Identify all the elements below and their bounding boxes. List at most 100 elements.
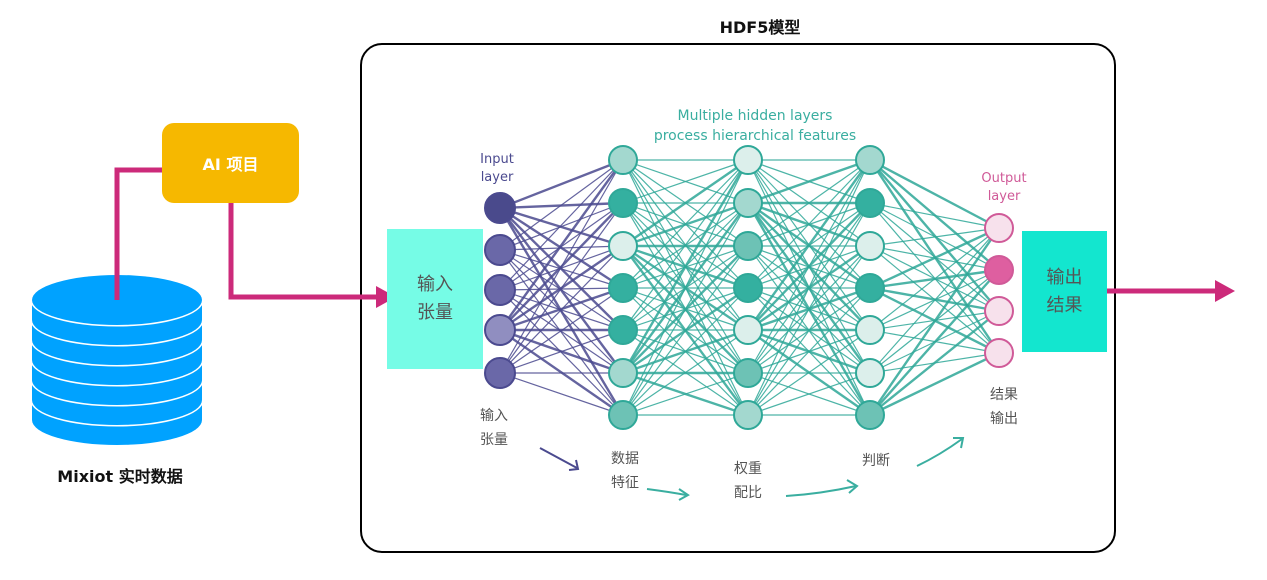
network-edge <box>499 249 624 289</box>
network-edge <box>747 245 871 416</box>
network-edge <box>869 310 1000 416</box>
stage-input-tensor-line1: 输入 <box>480 408 508 424</box>
stage-arrow-3 <box>785 485 857 497</box>
network-edge <box>622 372 749 416</box>
network-edge <box>499 372 624 416</box>
network-edge <box>622 159 749 416</box>
network-edges <box>498 158 1000 417</box>
stage-judgement-line1: 判断 <box>862 453 890 469</box>
arrow-head-output <box>1215 280 1235 302</box>
output-result-box[interactable]: 输出 结果 <box>1022 231 1107 352</box>
stage-weight-ratio-line1: 权重 <box>734 461 762 477</box>
network-edge <box>747 329 871 416</box>
stage-result-output-line1: 结果 <box>990 387 1018 403</box>
node-hidden3-5 <box>855 315 885 345</box>
network-edge <box>622 159 749 204</box>
network-edge <box>499 158 624 210</box>
network-edge <box>499 159 624 331</box>
ai-project-label: AI 项目 <box>202 155 259 174</box>
stage-weight-ratio-line2: 配比 <box>734 485 762 501</box>
stage-arrow-3-head <box>846 479 859 494</box>
node-hidden1-1 <box>608 145 638 175</box>
node-hidden2-2 <box>733 188 763 218</box>
network-edge <box>747 159 871 247</box>
output-layer-caption: Output layer <box>966 170 1042 206</box>
network-edge <box>747 287 871 416</box>
stage-judgement: 判断 <box>846 449 906 473</box>
network-edge <box>869 227 1000 331</box>
input-tensor-box[interactable]: 输入 张量 <box>387 229 483 369</box>
network-edge <box>622 159 749 247</box>
network-edge <box>747 158 871 205</box>
node-input-2 <box>484 234 516 266</box>
network-edge <box>622 159 749 289</box>
network-edge <box>499 249 624 331</box>
stage-result-output: 结果 输出 <box>974 383 1034 431</box>
network-edge <box>869 226 1000 290</box>
node-output-1 <box>984 213 1014 243</box>
stage-arrow-4-head <box>953 437 965 449</box>
network-edge <box>747 159 871 289</box>
network-edge <box>499 159 624 251</box>
network-edge <box>499 159 624 374</box>
node-hidden2-7 <box>733 400 763 430</box>
network-edge <box>622 202 749 416</box>
ai-project-box[interactable]: AI 项目 <box>162 123 299 203</box>
node-hidden3-2 <box>855 188 885 218</box>
database-label: Mixiot 实时数据 <box>57 467 183 486</box>
hidden-caption-line1: Multiple hidden layers <box>677 108 833 124</box>
network-edge <box>621 159 750 374</box>
database-icon[interactable] <box>30 273 204 445</box>
network-edge <box>499 202 624 374</box>
stage-arrow-1-head <box>568 459 580 471</box>
node-hidden3-3 <box>855 231 885 261</box>
model-title: HDF5模型 <box>719 18 801 37</box>
output-result-line1: 输出 <box>1046 266 1083 288</box>
arrow-head-input <box>376 286 396 308</box>
node-hidden1-3 <box>608 231 638 261</box>
node-hidden1-6 <box>608 358 638 388</box>
node-hidden2-5 <box>733 315 763 345</box>
network-edge <box>499 245 624 251</box>
network-edge <box>499 287 624 374</box>
node-hidden2-4 <box>733 273 763 303</box>
node-output-4 <box>984 338 1014 368</box>
network-edge <box>869 269 1000 416</box>
input-tensor-line1: 输入 <box>417 274 453 295</box>
network-edge <box>499 249 624 416</box>
node-hidden1-2 <box>608 188 638 218</box>
stage-input-tensor-line2: 张量 <box>480 432 508 448</box>
network-edge <box>747 159 871 374</box>
hidden-layers-caption: Multiple hidden layers process hierarchi… <box>610 106 900 146</box>
node-input-5 <box>484 357 516 389</box>
network-edge <box>747 372 871 416</box>
network-edge <box>747 159 871 416</box>
stage-input-tensor: 输入 张量 <box>464 404 524 452</box>
stage-weight-ratio: 权重 配比 <box>718 457 778 505</box>
output-result-line2: 结果 <box>1046 294 1083 316</box>
hidden-caption-line2: process hierarchical features <box>653 128 857 144</box>
stage-data-features-line1: 数据 <box>611 451 639 467</box>
node-hidden3-7 <box>855 400 885 430</box>
network-edge <box>622 287 749 416</box>
network-edge <box>869 227 1000 416</box>
stage-arrow-2-head <box>678 488 690 501</box>
input-caption-line1: Input <box>480 152 514 167</box>
network-edge <box>869 227 1000 247</box>
node-hidden1-7 <box>608 400 638 430</box>
node-output-2 <box>984 255 1014 285</box>
input-layer-caption: Input layer <box>462 151 532 187</box>
network-edge <box>869 202 1000 229</box>
network-edge <box>622 245 749 416</box>
node-hidden3-4 <box>855 273 885 303</box>
network-edge <box>869 158 1000 230</box>
node-hidden1-5 <box>608 315 638 345</box>
network-edge <box>499 245 624 374</box>
node-input-3 <box>484 274 516 306</box>
node-hidden2-3 <box>733 231 763 261</box>
node-hidden3-1 <box>855 145 885 175</box>
output-caption-line2: layer <box>987 189 1021 204</box>
stage-data-features-line2: 特征 <box>611 475 639 491</box>
network-edge <box>622 159 749 331</box>
